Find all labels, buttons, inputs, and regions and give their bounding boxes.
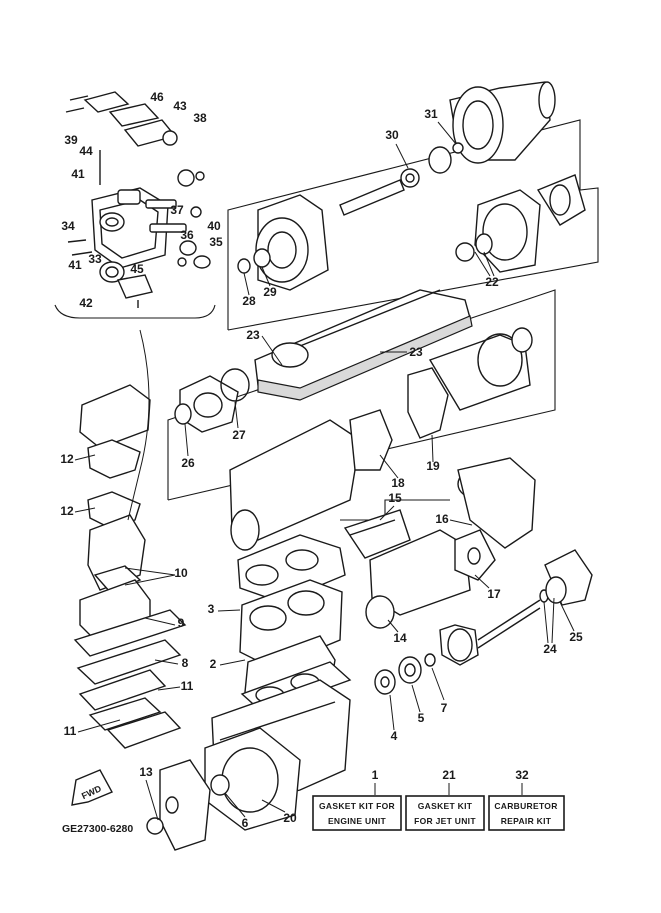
kit-jet-line2: FOR JET UNIT [414, 816, 476, 826]
callout-45: 45 [130, 262, 144, 276]
leader-lines [74, 121, 575, 821]
kit-carb-line1: CARBURETOR [494, 801, 557, 811]
callout-8: 8 [182, 656, 189, 670]
callout-13: 13 [139, 765, 153, 779]
callout-12-top: 12 [60, 452, 74, 466]
callout-23-left: 23 [246, 328, 260, 342]
exhaust-assembly [167, 289, 556, 551]
callout-2: 2 [210, 657, 217, 671]
callout-11-left: 11 [64, 724, 77, 738]
callout-20: 20 [283, 811, 297, 825]
kit-engine-line1: GASKET KIT FOR [319, 801, 395, 811]
drive-assembly [340, 457, 593, 666]
callout-36: 36 [180, 228, 194, 242]
callout-27: 27 [232, 428, 246, 442]
engine-assembly [71, 329, 436, 851]
callout-28: 28 [242, 294, 256, 308]
callout-5: 5 [418, 711, 425, 725]
callout-42: 42 [79, 296, 93, 310]
kit-carb-line2: REPAIR KIT [501, 816, 552, 826]
callout-32: 32 [515, 768, 529, 782]
callout-1: 1 [372, 768, 379, 782]
callout-37: 37 [170, 203, 184, 217]
callout-7: 7 [441, 701, 448, 715]
figure-code: GE27300-6280 [62, 823, 133, 835]
callout-39: 39 [64, 133, 78, 147]
callout-43: 43 [173, 99, 187, 113]
kit-box-jet: GASKET KIT FOR JET UNIT [405, 795, 485, 831]
kit-box-engine: GASKET KIT FOR ENGINE UNIT [312, 795, 402, 831]
callout-15: 15 [388, 491, 402, 505]
kit-engine-line2: ENGINE UNIT [328, 816, 387, 826]
callout-3: 3 [208, 602, 215, 616]
callout-17: 17 [487, 587, 501, 601]
callout-46: 46 [150, 90, 164, 104]
callout-41-top: 41 [71, 167, 85, 181]
callout-44: 44 [79, 144, 93, 158]
callout-16: 16 [435, 512, 449, 526]
callout-18: 18 [391, 476, 405, 490]
callout-31: 31 [424, 107, 438, 121]
callout-22: 22 [485, 275, 499, 289]
callout-38: 38 [193, 111, 207, 125]
callout-6: 6 [242, 816, 249, 830]
callout-24: 24 [543, 642, 557, 656]
jet-pump-assembly [227, 81, 599, 331]
callout-4: 4 [391, 729, 398, 743]
callout-12-bottom: 12 [60, 504, 74, 518]
callout-23-right: 23 [409, 345, 423, 359]
callout-10: 10 [174, 566, 188, 580]
callout-11-right: 11 [181, 679, 194, 693]
callout-30: 30 [385, 128, 399, 142]
callout-19: 19 [426, 459, 440, 473]
callout-26: 26 [181, 456, 195, 470]
carburetor-assembly [54, 91, 216, 319]
callout-21: 21 [442, 768, 456, 782]
callout-9: 9 [178, 616, 185, 630]
callout-14: 14 [393, 631, 407, 645]
callout-34: 34 [61, 219, 75, 233]
kit-legend: GASKET KIT FOR ENGINE UNIT GASKET KIT FO… [312, 795, 565, 831]
callout-29: 29 [263, 285, 277, 299]
kit-box-carburetor: CARBURETOR REPAIR KIT [488, 795, 565, 831]
callout-33: 33 [88, 252, 102, 266]
kit-jet-line1: GASKET KIT [418, 801, 473, 811]
callout-labels: 1 2 3 4 5 6 7 8 9 10 11 11 12 12 13 14 1… [60, 90, 583, 830]
callout-25: 25 [569, 630, 583, 644]
callout-41-bottom: 41 [68, 258, 82, 272]
callout-35: 35 [209, 235, 223, 249]
callout-40: 40 [207, 219, 221, 233]
